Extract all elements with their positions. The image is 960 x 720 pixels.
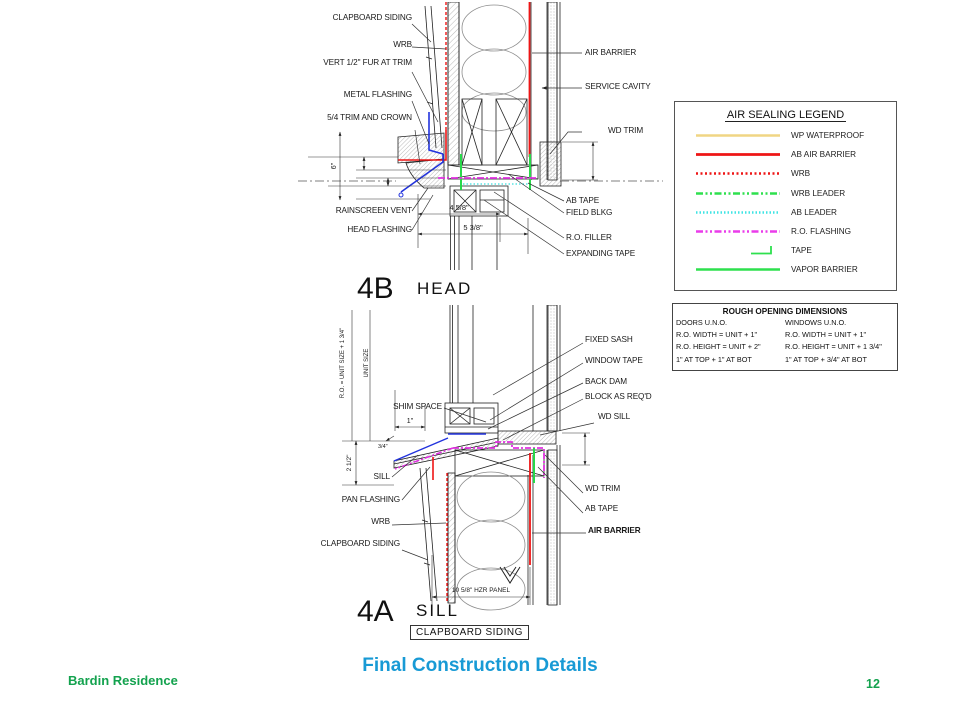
head-leader-lines	[411, 23, 582, 255]
head-air-sealing-lines	[398, 2, 536, 198]
sill-dim-2: 2 1/2"	[346, 454, 353, 471]
air-sealing-legend: AIR SEALING LEGEND WP WATERPROOF AB AIR …	[674, 101, 897, 291]
sill-leader-lines	[391, 342, 595, 561]
tape-corner-swatch	[751, 246, 772, 255]
vapor-barrier-line-swatch	[696, 268, 780, 272]
sill-label-block-as-reqd: BLOCK AS REQ'D	[585, 392, 652, 401]
head-dim-2: 5 3/8"	[463, 223, 483, 232]
wrb-line-swatch	[696, 172, 780, 176]
rough-opening-dimensions-table: ROUGH OPENING DIMENSIONS DOORS U.N.O. R.…	[672, 303, 898, 371]
rough-opening-title: ROUGH OPENING DIMENSIONS	[722, 307, 848, 316]
head-label-ab-tape: AB TAPE	[566, 196, 600, 205]
head-detail-name: HEAD	[417, 279, 473, 298]
legend-item: WRB	[675, 164, 896, 183]
page-number: 12	[866, 677, 880, 691]
sill-label-wrb: WRB	[371, 517, 390, 526]
sill-label-air-barrier: AIR BARRIER	[588, 526, 641, 535]
head-label-trim-crown: 5/4 TRIM AND CROWN	[327, 113, 412, 122]
ab-air-barrier-line-swatch	[696, 153, 780, 157]
wrb-leader-line-swatch	[696, 191, 780, 195]
rough-opening-doors-column: DOORS U.N.O. R.O. WIDTH = UNIT + 1" R.O.…	[676, 318, 761, 364]
head-label-clapboard-siding: CLAPBOARD SIDING	[332, 13, 412, 22]
legend-item: AB AIR BARRIER	[675, 145, 896, 164]
head-label-air-barrier: AIR BARRIER	[585, 48, 637, 57]
legend-item: WRB LEADER	[675, 184, 896, 203]
sill-dim-3: 3/4"	[378, 444, 388, 450]
head-label-vert-fur: VERT 1/2" FUR AT TRIM	[323, 58, 412, 67]
sill-section-reference: CLAPBOARD SIDING	[410, 625, 529, 640]
ab-leader-line-swatch	[696, 211, 780, 214]
sill-label-back-dam: BACK DAM	[585, 377, 627, 386]
legend-item: R.O. FLASHING	[675, 222, 896, 241]
head-label-ro-filler: R.O. FILLER	[566, 233, 612, 242]
legend-item: AB LEADER	[675, 203, 896, 222]
rough-opening-windows-column: WINDOWS U.N.O. R.O. WIDTH = UNIT + 1" R.…	[785, 318, 882, 364]
head-detail-drawing: 4 5/8" 5 3/8" 6"	[298, 2, 663, 270]
sill-label-wd-trim: WD TRIM	[585, 484, 621, 493]
head-dimensions	[308, 131, 598, 254]
head-dim-1: 4 5/8"	[449, 203, 469, 212]
project-name: Bardin Residence	[68, 673, 178, 688]
sill-label-window-tape: WINDOW TAPE	[585, 356, 643, 365]
head-detail-number: 4B	[357, 272, 394, 305]
legend-item: WP WATERPROOF	[675, 126, 896, 145]
sill-label-sill: SILL	[373, 472, 391, 481]
sill-wall-assembly	[393, 305, 561, 611]
sill-dim-hzr-panel: 10 5/8" HZR PANEL	[452, 587, 511, 594]
sill-dim-1: 1"	[407, 418, 414, 425]
head-label-rainscreen-vent: RAINSCREEN VENT	[335, 206, 412, 215]
sill-detail-name: SILL	[416, 601, 459, 620]
head-label-wd-trim: WD TRIM	[608, 126, 644, 135]
sill-air-sealing-lines	[393, 433, 545, 603]
sill-dimensions	[342, 310, 590, 605]
sill-label-clapboard-siding: CLAPBOARD SIDING	[320, 539, 400, 548]
sill-dim-unit-size: UNIT SIZE	[364, 349, 370, 378]
head-label-metal-flashing: METAL FLASHING	[343, 90, 412, 99]
slide-title: Final Construction Details	[362, 655, 598, 676]
head-label-head-flashing: HEAD FLASHING	[347, 225, 412, 234]
sill-label-shim-space: SHIM SPACE	[393, 402, 442, 411]
head-dim-3: 6"	[331, 162, 338, 169]
head-label-service-cavity: SERVICE CAVITY	[585, 82, 651, 91]
sill-label-fixed-sash: FIXED SASH	[585, 335, 633, 344]
sill-dim-ro-unit: R.O. = UNIT SIZE + 1 3/4"	[340, 328, 346, 398]
head-label-field-blkg: FIELD BLKG	[566, 208, 613, 217]
sill-detail-number: 4A	[357, 595, 394, 628]
sill-label-ab-tape: AB TAPE	[585, 504, 619, 513]
wp-waterproof-line-swatch	[696, 134, 780, 137]
legend-title: AIR SEALING LEGEND	[724, 109, 847, 122]
sill-label-wd-sill: WD SILL	[598, 412, 631, 421]
sill-label-pan-flashing: PAN FLASHING	[341, 495, 400, 504]
legend-item: VAPOR BARRIER	[675, 260, 896, 279]
ro-flashing-line-swatch	[696, 230, 780, 233]
head-wall-assembly	[397, 2, 562, 270]
legend-item: TAPE	[675, 241, 896, 260]
sill-detail-drawing: 1" 2 1/2" 3/4" 10 5/8" HZR PANEL R.O. = …	[340, 305, 595, 611]
head-label-expanding-tape: EXPANDING TAPE	[566, 249, 636, 258]
head-label-wrb: WRB	[393, 40, 412, 49]
